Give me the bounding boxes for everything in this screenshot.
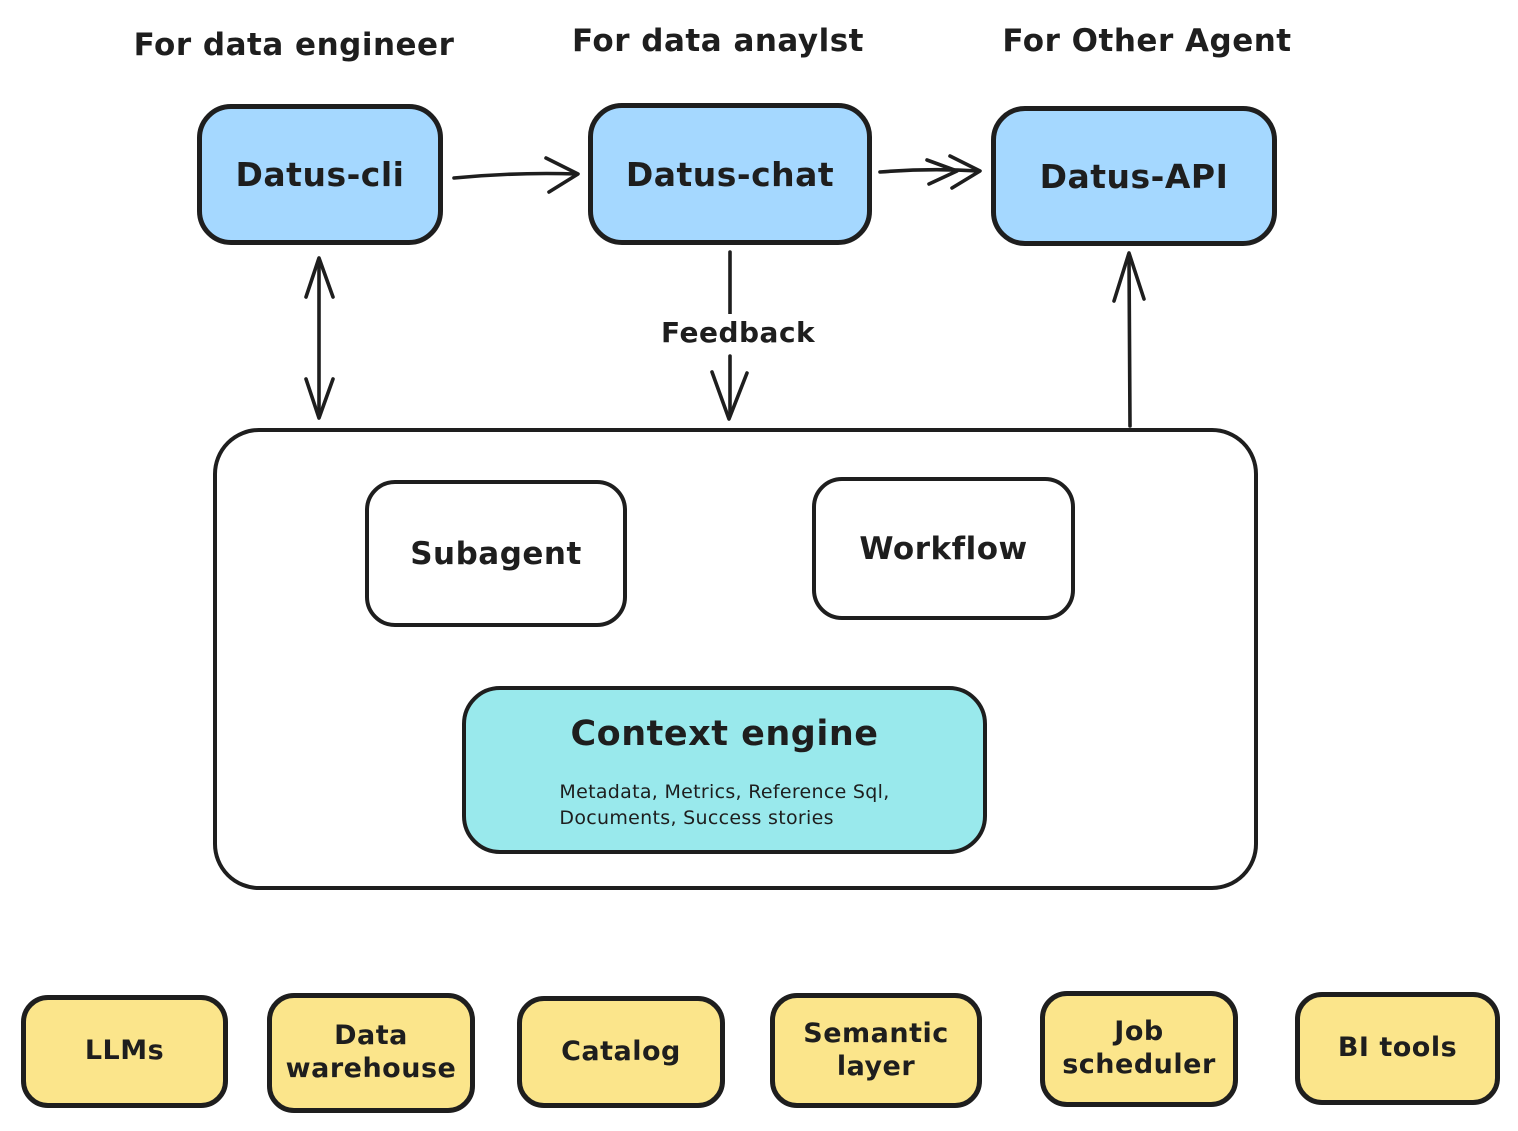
node-context-engine: Context engine Metadata, Metrics, Refere… — [462, 686, 987, 854]
edge-label-feedback: Feedback — [655, 314, 815, 351]
node-context-engine-title: Context engine — [570, 714, 879, 754]
context-engine-details: Metadata, Metrics, Reference Sql, Docume… — [559, 780, 889, 831]
audience-label-data-engineer: For data engineer — [133, 27, 455, 63]
node-catalog-label: Catalog — [561, 1035, 681, 1067]
node-datus-api-label: Datus-API — [1039, 156, 1229, 196]
arrow-container-to-api — [1112, 251, 1146, 428]
node-data-warehouse-label: Data warehouse — [285, 1020, 457, 1084]
node-data-warehouse: Data warehouse — [267, 993, 475, 1113]
arrow-chat-to-api — [878, 154, 982, 190]
node-semantic-layer: Semantic layer — [770, 993, 982, 1108]
node-datus-chat: Datus-chat — [588, 103, 872, 245]
node-bi-tools-label: BI tools — [1337, 1032, 1458, 1064]
node-datus-chat-label: Datus-chat — [625, 154, 835, 194]
context-engine-details-line1: Metadata, Metrics, Reference Sql, — [559, 781, 890, 803]
arrow-cli-container-bidirectional — [304, 256, 335, 420]
node-datus-cli: Datus-cli — [197, 104, 443, 245]
node-subagent-label: Subagent — [410, 535, 582, 572]
audience-label-other-agent: For Other Agent — [1002, 23, 1292, 59]
node-llms: LLMs — [21, 995, 228, 1108]
audience-label-data-analyst: For data anaylst — [572, 23, 864, 59]
node-workflow: Workflow — [812, 477, 1075, 620]
node-semantic-layer-label: Semantic layer — [803, 1017, 949, 1082]
node-llms-label: LLMs — [84, 1035, 165, 1067]
node-datus-api: Datus-API — [991, 106, 1277, 246]
node-bi-tools: BI tools — [1295, 992, 1500, 1105]
node-job-scheduler-label: Job scheduler — [1062, 1016, 1216, 1080]
node-workflow-label: Workflow — [859, 530, 1028, 567]
node-job-scheduler: Job scheduler — [1040, 991, 1238, 1107]
node-datus-cli-label: Datus-cli — [235, 155, 405, 194]
context-engine-details-line2: Documents, Success stories — [559, 806, 834, 829]
arrow-cli-to-chat — [452, 156, 580, 194]
node-catalog: Catalog — [517, 996, 725, 1108]
node-subagent: Subagent — [365, 480, 627, 627]
